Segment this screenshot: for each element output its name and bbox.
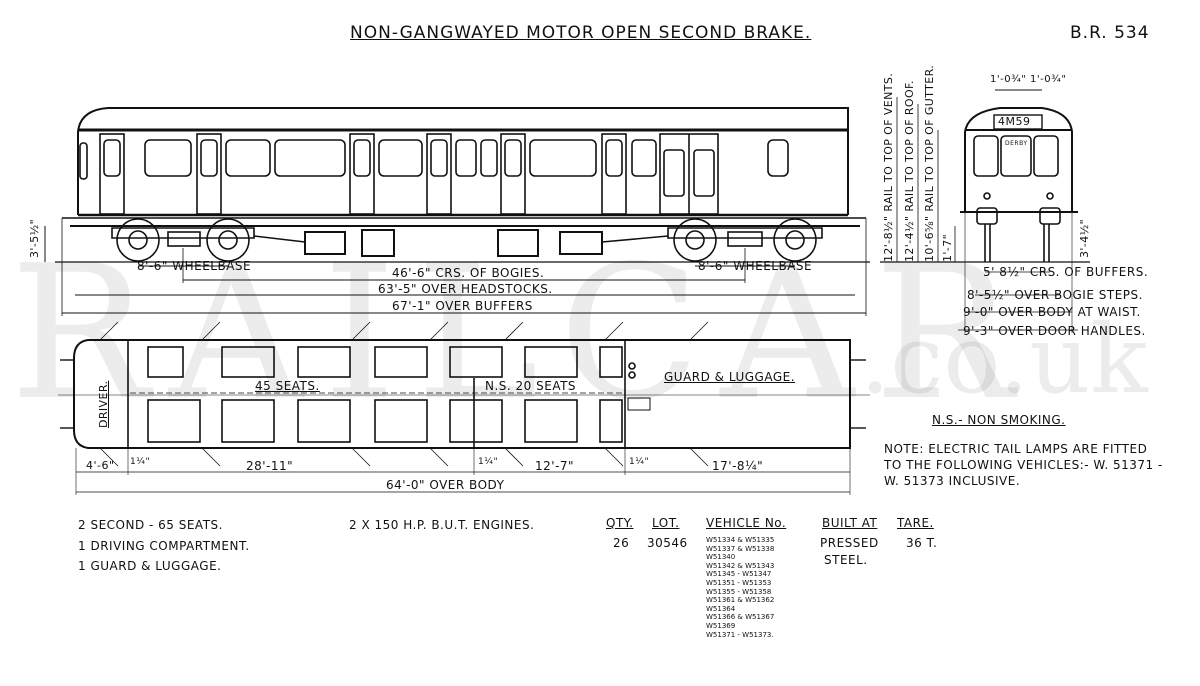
vehicle-number: W51366 & W51367 (706, 613, 775, 622)
summary-item: 1 GUARD & LUGGAGE. (78, 559, 222, 573)
vehicle-number: W51351 - W51353 (706, 578, 772, 587)
side-height-label: 3'-5½" (28, 218, 41, 258)
dim-door-3: 1¼" (629, 457, 650, 467)
vehicle-number: W51361 & W51362 (706, 596, 775, 605)
qty-value: 26 (613, 536, 630, 550)
top-dims-label: 1'-0¾" 1'-0¾" (990, 74, 1067, 85)
lot-value: 30546 (647, 536, 688, 550)
dim-door-1: 1¼" (130, 457, 151, 467)
buffer-height-label: 3'-4½" (1078, 218, 1091, 258)
guard-luggage-label: GUARD & LUGGAGE. (664, 370, 796, 384)
summary-item: 1 DRIVING COMPARTMENT. (78, 539, 250, 553)
engines-label: 2 X 150 H.P. B.U.T. ENGINES. (349, 518, 535, 532)
vehicle-number: W51364 (706, 604, 736, 613)
wheelbase-right-label: 8'-6" WHEELBASE (698, 259, 813, 273)
gutter-height-label: 10'-6⅝" RAIL TO TOP OF GUTTER. (923, 64, 936, 262)
vents-height-label: 12'-8½" RAIL TO TOP OF VENTS. (882, 72, 895, 262)
waist-width-label: 9'-0" OVER BODY AT WAIST. (963, 305, 1141, 319)
seats-45-label: 45 SEATS. (255, 379, 320, 393)
bogie-right (667, 218, 823, 262)
dim-cab: 4'-6" (86, 459, 115, 472)
vehicle-number: W51342 & W51343 (706, 561, 775, 570)
bogie-centres-label: 46'-6" CRS. OF BOGIES. (392, 266, 545, 280)
dim-guard: 17'-8¼" (712, 459, 764, 473)
lamps-note-2: TO THE FOLLOWING VEHICLES:- W. 51371 - (884, 458, 1163, 472)
tare-header: TARE. (897, 516, 934, 530)
qty-header: QTY. (606, 516, 634, 530)
door-handles-label: 9'-3" OVER DOOR HANDLES. (963, 324, 1146, 338)
vehicle-number: W51337 & W51338 (706, 544, 775, 553)
lot-header: LOT. (652, 516, 680, 530)
vehicle-number: W51371 - W51373. (706, 630, 774, 639)
tare-value: 36 T. (906, 536, 938, 550)
lamps-note-3: W. 51373 INCLUSIVE. (884, 474, 1021, 488)
over-body-label: 64'-0" OVER BODY (386, 478, 505, 492)
built-header: BUILT AT (822, 516, 878, 530)
ns-seats-label: N.S. 20 SEATS (485, 379, 577, 393)
built-value-2: STEEL. (824, 553, 868, 567)
vehicle-number: W51355 - W51358 (706, 587, 772, 596)
vehicle-number: W51334 & W51335 (706, 536, 775, 544)
bogie-steps-label: 8'-5½" OVER BOGIE STEPS. (967, 288, 1143, 302)
vehicle-number-list: W51334 & W51335 W51337 & W51338 W51340 W… (706, 536, 774, 639)
headcode-label: 4M59 (998, 115, 1031, 128)
wheelbase-left-label: 8'-6" WHEELBASE (137, 259, 252, 273)
destination-label: DERBY (1005, 140, 1028, 147)
vehicle-header: VEHICLE No. (706, 516, 787, 530)
vehicle-number: W51369 (706, 621, 736, 630)
ns-note: N.S.- NON SMOKING. (932, 413, 1066, 427)
headstocks-label: 63'-5" OVER HEADSTOCKS. (378, 282, 553, 296)
built-value-1: PRESSED (820, 536, 879, 550)
vehicle-number: W51340 (706, 553, 736, 562)
end-elevation (880, 89, 1090, 333)
bogie-left (111, 218, 255, 262)
diagram-ref: B.R. 534 (1070, 23, 1150, 43)
buffer-centres-label: 5' 8½" CRS. OF BUFFERS. (983, 265, 1149, 279)
dim-ns: 12'-7" (535, 459, 575, 473)
step-height-label: 1'-7" (941, 233, 954, 262)
page-title: NON-GANGWAYED MOTOR OPEN SECOND BRAKE. (350, 23, 812, 43)
side-elevation (44, 107, 870, 316)
plan-view (58, 321, 870, 495)
vehicle-number: W51345 - W51347 (706, 570, 772, 579)
lamps-note-1: NOTE: ELECTRIC TAIL LAMPS ARE FITTED (884, 442, 1148, 456)
dim-door-2: 1¼" (478, 457, 499, 467)
roof-height-label: 12'-4½" RAIL TO TOP OF ROOF. (903, 80, 916, 262)
dim-saloon: 28'-11" (246, 459, 294, 473)
buffers-label: 67'-1" OVER BUFFERS (392, 299, 533, 313)
driver-label: DRIVER. (97, 380, 110, 428)
summary-item: 2 SECOND - 65 SEATS. (78, 518, 223, 532)
